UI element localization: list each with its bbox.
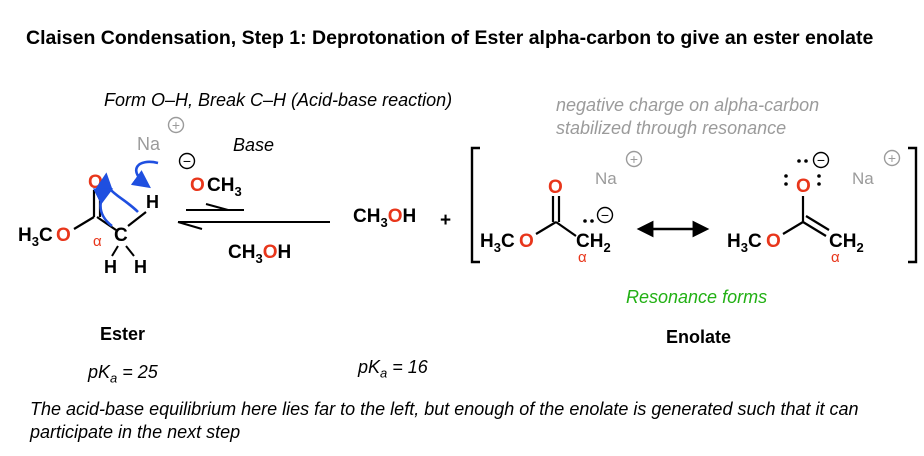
form2-lone-pair-dot xyxy=(784,182,788,186)
ester-alpha-symbol: α xyxy=(93,233,102,250)
ester-h3c-label: H3C xyxy=(18,225,53,249)
bond-c-calpha xyxy=(96,216,117,231)
enolate-form-carbanion: H3C O O CH2 α − Na + xyxy=(480,150,643,266)
form2-oxyanion: O xyxy=(796,176,811,197)
form2-ether-oxygen: O xyxy=(766,231,781,252)
form1-h3c: H3C xyxy=(480,231,515,255)
pka-methanol-sub: a xyxy=(380,365,388,381)
minus-charge-sign: − xyxy=(183,153,191,169)
plus-sign: + xyxy=(440,210,451,231)
ester-molecule: H3C O O C α H H H xyxy=(18,172,159,277)
ester-carbonyl-oxygen: O xyxy=(88,172,103,193)
form1-bond-o-c xyxy=(535,221,557,235)
pka-ester-prefix: pK xyxy=(88,362,111,382)
methanol-below-arrow: CH3OH xyxy=(228,242,291,266)
form1-plus-sign: + xyxy=(630,151,638,167)
page-title: Claisen Condensation, Step 1: Deprotonat… xyxy=(26,27,874,49)
ester-acidic-hydrogen: H xyxy=(146,192,159,212)
form2-alpha-symbol: α xyxy=(831,249,840,266)
forward-arrow-head xyxy=(186,203,229,211)
na-cation: Na xyxy=(137,134,161,154)
ester-label: Ester xyxy=(100,324,146,344)
left-bracket xyxy=(470,146,480,264)
curved-arrow-pi-bond xyxy=(92,188,114,228)
ester-hydrogen-right: H xyxy=(134,257,147,277)
resonance-note-line2: stabilized through resonance xyxy=(556,118,787,138)
curved-arrow-base-to-h xyxy=(130,160,159,189)
resonance-note-line1: negative charge on alpha-carbon xyxy=(556,95,820,115)
methoxide-base: Na + − O CH3 Base xyxy=(137,116,274,199)
pka-methanol-value: = 16 xyxy=(387,357,428,377)
form2-lone-pair-dot xyxy=(817,174,821,178)
minus-charge-icon xyxy=(178,152,196,170)
form1-minus-sign: − xyxy=(601,207,609,223)
form1-bond-c-calpha xyxy=(555,221,577,237)
right-bracket xyxy=(908,146,918,264)
form2-na-cation: Na xyxy=(852,169,874,188)
plus-charge-icon xyxy=(167,116,185,134)
form1-carbonyl-oxygen: O xyxy=(548,177,563,198)
form2-bond-o-c xyxy=(782,221,804,235)
reverse-arrow-head xyxy=(177,221,203,230)
bond-h-right xyxy=(125,245,135,257)
ester-alpha-carbon: C xyxy=(114,225,128,246)
enolate-label: Enolate xyxy=(666,327,732,347)
methanol-product: CH3OH xyxy=(353,206,416,230)
form2-plus-charge-icon xyxy=(883,149,901,167)
form2-plus-sign: + xyxy=(888,150,896,166)
form2-double-bond-1 xyxy=(802,221,827,237)
form2-lone-pair-dot xyxy=(817,182,821,186)
ester-ether-oxygen: O xyxy=(56,225,71,246)
ester-hydrogen-left: H xyxy=(104,257,117,277)
form1-lone-pair-dot xyxy=(583,219,587,223)
form2-lone-pair-dot xyxy=(784,174,788,178)
bond-calpha-h xyxy=(127,211,147,227)
form2-minus-charge-icon xyxy=(812,151,830,169)
caption: The acid-base equilibrium here lies far … xyxy=(30,399,859,442)
bond-h-left xyxy=(111,245,119,257)
pka-methanol: pKa = 16 xyxy=(358,357,428,381)
plus-charge-sign: + xyxy=(172,117,180,133)
form1-minus-charge-icon xyxy=(596,206,614,224)
form2-lone-pair-dot xyxy=(797,159,801,163)
pka-ester-sub: a xyxy=(110,370,118,386)
curved-arrow-ch-bond xyxy=(95,172,139,213)
resonance-note: negative charge on alpha-carbon stabiliz… xyxy=(556,94,819,140)
pka-ester-value: = 25 xyxy=(117,362,158,382)
enolate-form-oxyanion: H3C O O − CH2 α Na + xyxy=(727,149,901,266)
reaction-subtitle: Form O–H, Break C–H (Acid-base reaction) xyxy=(104,90,453,110)
resonance-forms-label: Resonance forms xyxy=(626,287,768,307)
pka-methanol-prefix: pK xyxy=(358,357,381,377)
pka-ester: pKa = 25 xyxy=(88,362,158,386)
form2-h3c: H3C xyxy=(727,231,762,255)
bond-o-c xyxy=(73,216,95,230)
methoxide-methyl: CH3 xyxy=(207,175,242,199)
form1-alpha-symbol: α xyxy=(578,249,587,266)
form2-minus-sign: − xyxy=(817,152,825,168)
equilibrium-arrows: CH3OH xyxy=(177,203,330,266)
form1-plus-charge-icon xyxy=(625,150,643,168)
form1-ether-oxygen: O xyxy=(519,231,534,252)
form2-double-bond-2 xyxy=(805,215,830,231)
form2-lone-pair-dot xyxy=(804,159,808,163)
methoxide-oxygen: O xyxy=(190,175,205,196)
form1-lone-pair-dot xyxy=(590,219,594,223)
base-label: Base xyxy=(233,135,274,155)
form1-na-cation: Na xyxy=(595,169,617,188)
